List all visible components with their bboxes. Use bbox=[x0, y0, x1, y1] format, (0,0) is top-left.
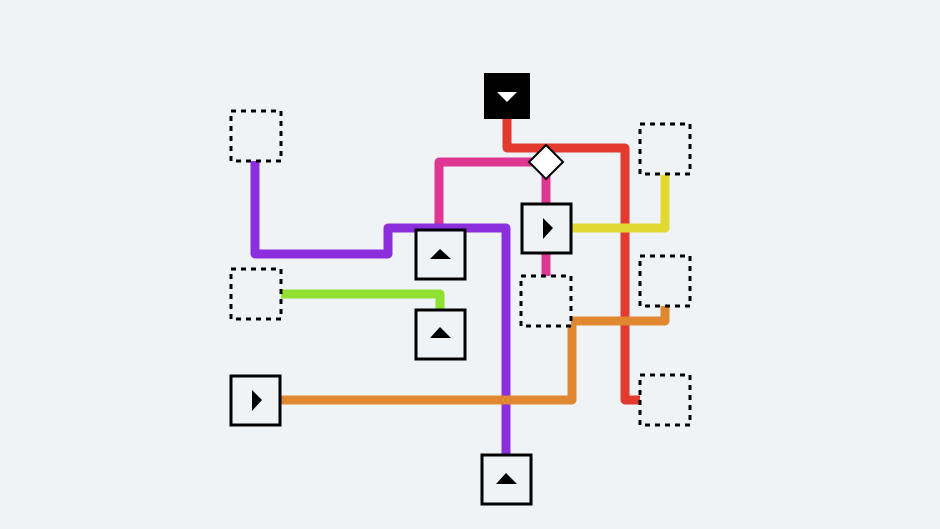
wire-green bbox=[281, 289, 445, 310]
empty-slot[interactable] bbox=[638, 122, 692, 176]
wire-yellow bbox=[572, 175, 670, 233]
triangle-up-icon bbox=[496, 473, 517, 484]
wire-magenta bbox=[434, 157, 537, 231]
empty-slot[interactable] bbox=[638, 254, 692, 308]
empty-slot[interactable] bbox=[638, 373, 692, 427]
tile-up[interactable] bbox=[414, 308, 467, 361]
triangle-right-icon bbox=[543, 218, 553, 239]
wire-purple bbox=[250, 161, 511, 456]
source-tile[interactable] bbox=[484, 73, 530, 119]
tile-right[interactable] bbox=[229, 374, 282, 427]
diamond-icon[interactable] bbox=[527, 143, 565, 181]
tile-right[interactable] bbox=[520, 202, 573, 255]
triangle-up-icon bbox=[430, 327, 451, 338]
empty-slot[interactable] bbox=[229, 109, 283, 163]
empty-slot[interactable] bbox=[229, 267, 283, 321]
tile-up[interactable] bbox=[480, 453, 533, 506]
wire-red bbox=[502, 118, 641, 405]
empty-slot[interactable] bbox=[519, 274, 573, 328]
tile-up[interactable] bbox=[414, 228, 467, 281]
triangle-up-icon bbox=[430, 249, 451, 259]
wire-orange bbox=[281, 306, 670, 405]
triangle-down-icon bbox=[497, 92, 517, 102]
triangle-right-icon bbox=[252, 390, 262, 411]
